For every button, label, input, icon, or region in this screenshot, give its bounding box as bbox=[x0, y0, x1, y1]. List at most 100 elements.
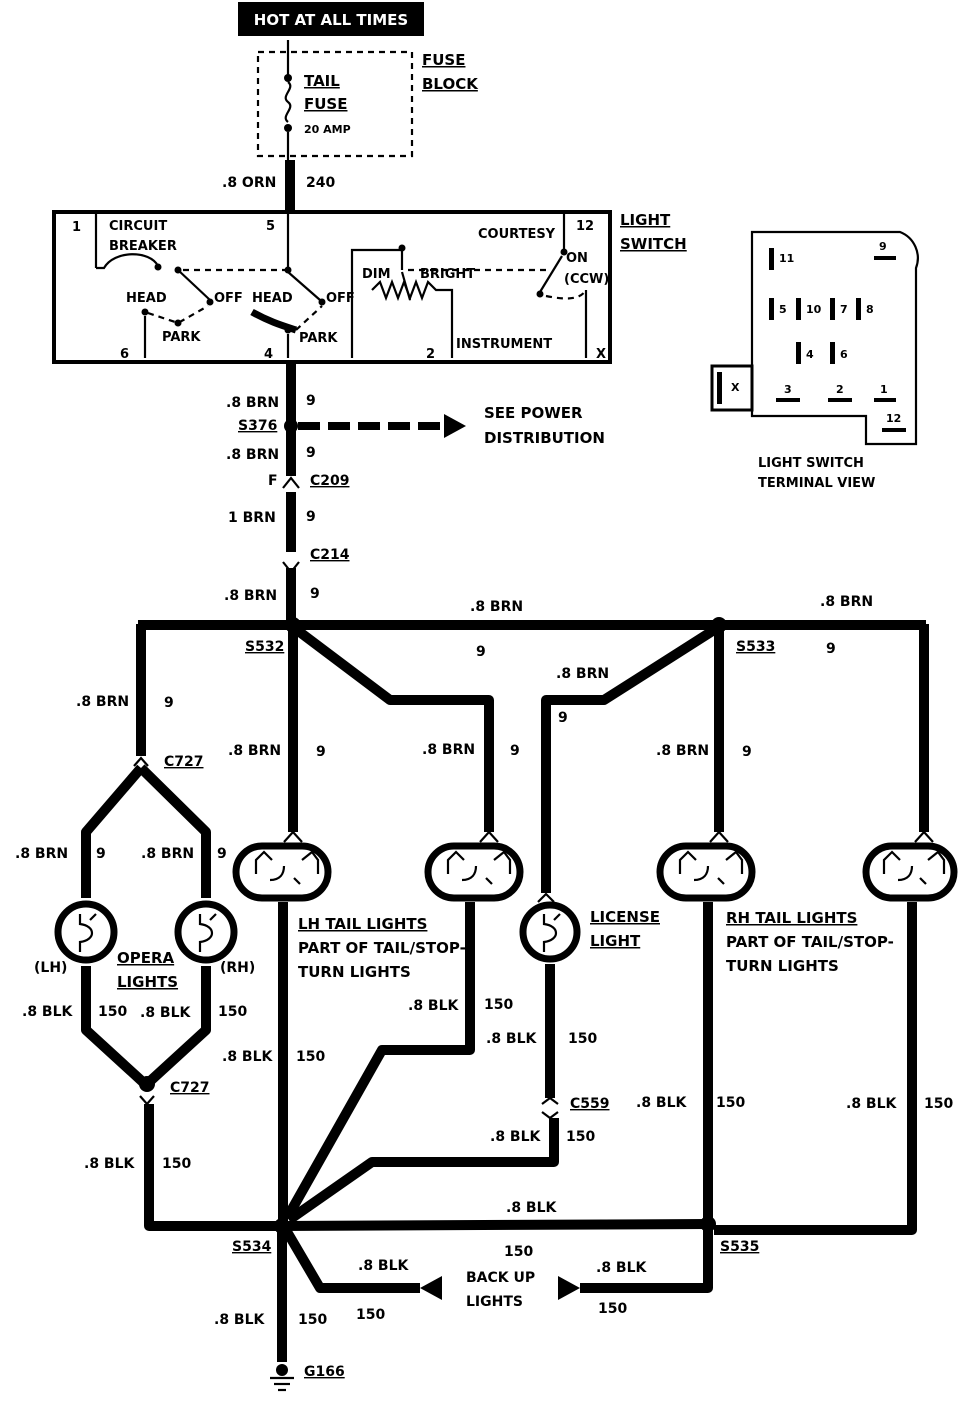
circuit-150-bu-l: 150 bbox=[356, 1307, 385, 1323]
opera-lh-label: (LH) bbox=[34, 960, 67, 976]
wire-label-blk-gnd: .8 BLK bbox=[214, 1312, 266, 1328]
fuse-label-1: TAIL bbox=[304, 72, 340, 90]
light-switch-box bbox=[52, 210, 612, 364]
orn-circuit-label: 240 bbox=[306, 175, 335, 191]
circuit-9-lht2: 9 bbox=[510, 743, 520, 759]
ls-dim: DIM bbox=[362, 267, 391, 282]
ls-cb-2: BREAKER bbox=[109, 239, 177, 254]
lh-tail-lights bbox=[232, 830, 524, 1222]
fuse-rating: 20 AMP bbox=[304, 123, 351, 136]
rh-tail-title: RH TAIL LIGHTS bbox=[726, 909, 857, 927]
ls-instrument: INSTRUMENT bbox=[456, 337, 552, 352]
bus-label-brn-top: .8 BRN bbox=[470, 599, 523, 615]
wire-label-brn-4: .8 BRN bbox=[224, 588, 277, 604]
ls-park-1: PARK bbox=[162, 330, 201, 345]
wire-circuit-9-1: 9 bbox=[306, 393, 316, 409]
wire-label-blk-lht1: .8 BLK bbox=[222, 1049, 274, 1065]
tv-pin-5: 5 bbox=[779, 303, 787, 316]
connector-c559: C559 bbox=[570, 1096, 610, 1112]
circuit-9-rht1: 9 bbox=[742, 744, 752, 760]
wire-label-blk-op-rh: .8 BLK bbox=[140, 1005, 192, 1021]
lh-tail-title: LH TAIL LIGHTS bbox=[298, 915, 427, 933]
see-power-1: SEE POWER bbox=[484, 404, 583, 422]
ls-title-2: SWITCH bbox=[620, 235, 687, 253]
circuit-150-lic2: 150 bbox=[566, 1129, 595, 1145]
ls-term-6: 6 bbox=[120, 347, 129, 362]
splice-s532: S532 bbox=[245, 639, 284, 655]
circuit-9-lht1: 9 bbox=[316, 744, 326, 760]
fuse-block bbox=[256, 40, 414, 160]
tv-pin-10: 10 bbox=[806, 303, 822, 316]
wire-label-blk-lic1: .8 BLK bbox=[486, 1031, 538, 1047]
connector-c727-top: C727 bbox=[164, 754, 204, 770]
circuit-150-lht1: 150 bbox=[296, 1049, 325, 1065]
circuit-150-bu-r: 150 bbox=[598, 1301, 627, 1317]
ls-off-2: OFF bbox=[326, 291, 355, 306]
circuit-9-rh-opera: 9 bbox=[217, 846, 227, 862]
wire-label-blk-bu-l: .8 BLK bbox=[358, 1258, 410, 1274]
tv-pin-3: 3 bbox=[784, 383, 792, 396]
wire-label-blk-op-gnd: .8 BLK bbox=[84, 1156, 136, 1172]
rh-tail-sub-2: TURN LIGHTS bbox=[726, 957, 839, 975]
wire-circuit-9-4: 9 bbox=[310, 586, 320, 602]
wire-label-brn-2: .8 BRN bbox=[226, 447, 279, 463]
circuit-150-rht2: 150 bbox=[924, 1096, 953, 1112]
splice-s376: S376 bbox=[238, 418, 277, 434]
tv-pin-12: 12 bbox=[886, 412, 901, 425]
rh-tail-lights bbox=[656, 830, 958, 1235]
tv-pin-11: 11 bbox=[779, 252, 794, 265]
splice-s535: S535 bbox=[720, 1239, 759, 1255]
ls-term-1: 1 bbox=[72, 220, 81, 235]
wire-label-blk-lht2: .8 BLK bbox=[408, 998, 460, 1014]
connector-f: F bbox=[268, 473, 278, 489]
ls-term-4: 4 bbox=[264, 347, 273, 362]
circuit-150-lht2: 150 bbox=[484, 997, 513, 1013]
fuse-block-title-1: FUSE bbox=[422, 51, 465, 69]
ls-term-2: 2 bbox=[426, 347, 435, 362]
ls-on: ON bbox=[566, 251, 588, 266]
ls-courtesy: COURTESY bbox=[478, 227, 556, 242]
backup-title-1: BACK UP bbox=[466, 1270, 535, 1286]
circuit-150-gnd: 150 bbox=[298, 1312, 327, 1328]
ls-term-12: 12 bbox=[576, 219, 594, 234]
wire-label-blk-lic2: .8 BLK bbox=[490, 1129, 542, 1145]
hot-label: HOT AT ALL TIMES bbox=[254, 11, 408, 29]
circuit-150-op-gnd: 150 bbox=[162, 1156, 191, 1172]
wire-circuit-9-2: 9 bbox=[306, 445, 316, 461]
ls-head-2: HEAD bbox=[252, 291, 293, 306]
circuit-9-lic: 9 bbox=[558, 710, 568, 726]
lh-tail-sub-2: TURN LIGHTS bbox=[298, 963, 411, 981]
lh-tail-sub-1: PART OF TAIL/STOP- bbox=[298, 939, 466, 957]
wire-label-blk-rht1: .8 BLK bbox=[636, 1095, 688, 1111]
wire-label-lic: .8 BRN bbox=[556, 666, 609, 682]
license-title-2: LIGHT bbox=[590, 932, 641, 950]
wire-label-lht2: .8 BRN bbox=[422, 742, 475, 758]
orn-wire-label: .8 ORN bbox=[222, 175, 276, 191]
ls-ccw: (CCW) bbox=[564, 272, 609, 287]
circuit-150-rht1: 150 bbox=[716, 1095, 745, 1111]
connector-c209: C209 bbox=[310, 473, 350, 489]
opera-lights-title-2: LIGHTS bbox=[117, 973, 178, 991]
connector-c727-bot: C727 bbox=[170, 1080, 210, 1096]
wire-label-lht1: .8 BRN bbox=[228, 743, 281, 759]
ls-cb-1: CIRCUIT bbox=[109, 219, 167, 234]
s376-arrow-head bbox=[444, 414, 466, 438]
circuit-150-op-lh: 150 bbox=[98, 1004, 127, 1020]
ls-park-2: PARK bbox=[299, 331, 338, 346]
ls-title-1: LIGHT bbox=[620, 211, 671, 229]
license-title-1: LICENSE bbox=[590, 908, 660, 926]
connector-c214: C214 bbox=[310, 547, 350, 563]
circuit-9-opera: 9 bbox=[164, 695, 174, 711]
splice-s534: S534 bbox=[232, 1239, 272, 1255]
rh-tail-sub-1: PART OF TAIL/STOP- bbox=[726, 933, 894, 951]
license-light bbox=[286, 892, 581, 1225]
wire-label-blk-bu-r: .8 BLK bbox=[596, 1260, 648, 1276]
ground-bus bbox=[270, 1216, 716, 1392]
splice-s533: S533 bbox=[736, 639, 775, 655]
tv-pin-1: 1 bbox=[880, 383, 888, 396]
brn-trunk bbox=[282, 364, 466, 624]
circuit-9-s533: 9 bbox=[826, 641, 836, 657]
wire-label-blk-mid: .8 BLK bbox=[506, 1200, 558, 1216]
bus-label-brn-right: .8 BRN bbox=[820, 594, 873, 610]
